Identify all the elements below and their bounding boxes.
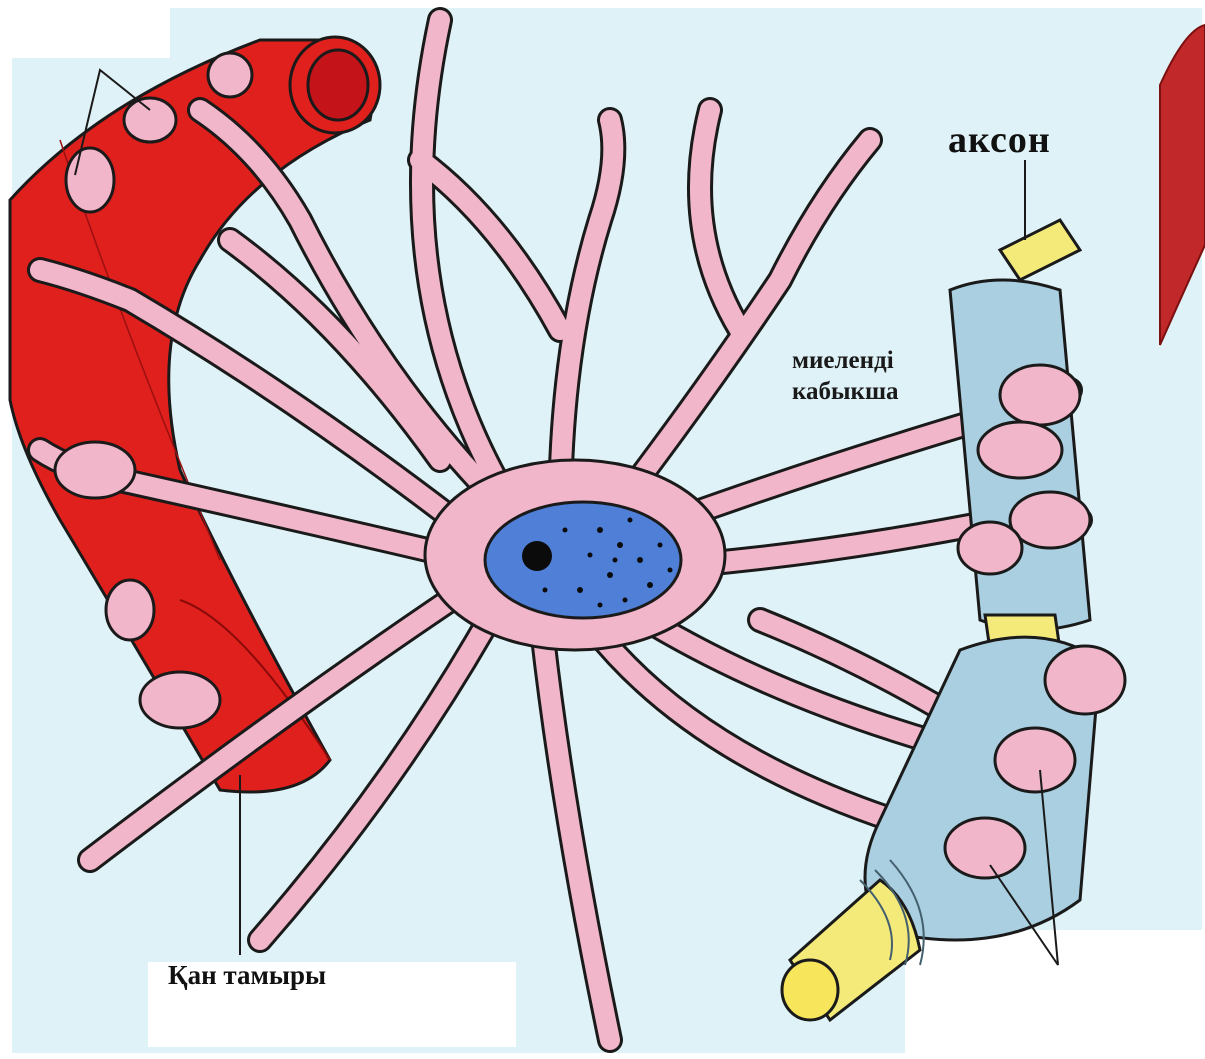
nucleus [485, 502, 681, 618]
blood-vessel-label: Қан тамыры [168, 960, 326, 991]
myelin-label-line1: миелендi [792, 345, 899, 376]
myelin-sheath-label: миелендi кабыкша [792, 345, 899, 407]
myelin-label-line2: кабыкша [792, 376, 899, 407]
axon-label: аксон [948, 118, 1051, 162]
nucleolus [522, 541, 552, 571]
muscle-fiber [1160, 25, 1205, 345]
